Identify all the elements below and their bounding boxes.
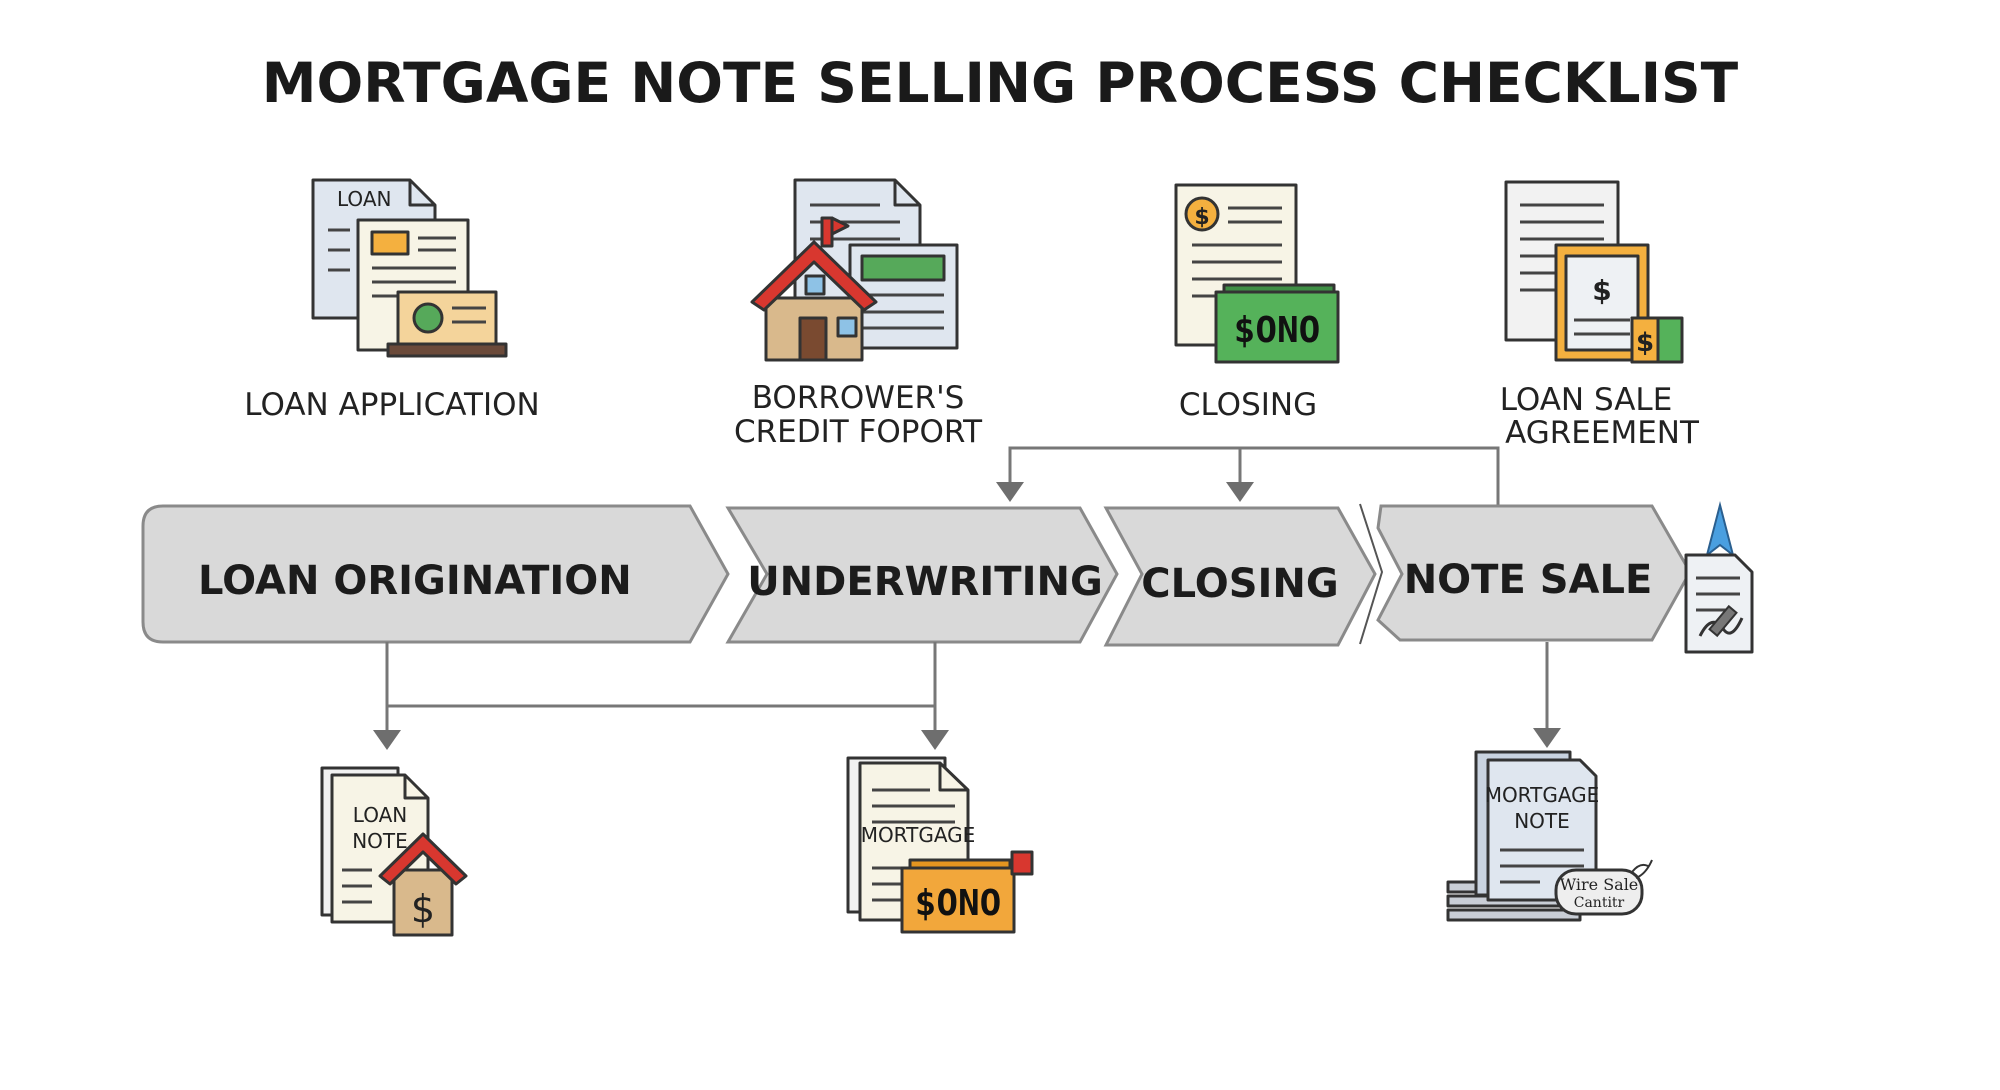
stage-label-note-sale: NOTE SALE	[1404, 557, 1653, 603]
stage-loan-origination: LOAN ORIGINATION	[141, 504, 730, 644]
connector-arrow	[1533, 728, 1561, 748]
bottom-connectors	[373, 642, 1561, 750]
loan-sale-label-line2: AGREEMENT	[1505, 415, 1700, 451]
closing-documents-icon: $ $ONO	[1174, 183, 1340, 364]
closing-doc-label: CLOSING	[1179, 387, 1317, 423]
connector-arrow	[1226, 482, 1254, 502]
stage-label-loan-origination: LOAN ORIGINATION	[198, 558, 632, 604]
svg-text:Cantitr: Cantitr	[1574, 895, 1625, 911]
svg-text:$ONO: $ONO	[915, 883, 1002, 924]
svg-text:NOTE: NOTE	[352, 829, 408, 853]
loan-application-icon: LOAN	[311, 178, 508, 358]
loan-sale-agreement-icon: $ $	[1504, 180, 1684, 364]
svg-text:$ONO: $ONO	[1234, 310, 1321, 351]
connector-arrow	[996, 482, 1024, 502]
svg-text:$: $	[1194, 205, 1209, 230]
stage-underwriting: UNDERWRITING	[725, 506, 1119, 644]
svg-text:$: $	[411, 887, 435, 931]
signed-document-icon	[1684, 501, 1754, 654]
connector-arrow	[921, 730, 949, 750]
credit-report-house-icon	[750, 178, 959, 362]
process-flow: LOAN ORIGINATION UNDERWRITING CLOSING NO…	[141, 503, 1692, 647]
svg-text:NOTE: NOTE	[1514, 809, 1570, 833]
top-connectors	[996, 446, 1500, 506]
loan-note-house-icon: LOAN NOTE $	[320, 766, 468, 937]
svg-text:LOAN: LOAN	[337, 187, 391, 211]
credit-report-label-line1: BORROWER'S	[752, 380, 965, 416]
svg-text:$: $	[1636, 328, 1654, 358]
stage-label-closing: CLOSING	[1141, 561, 1338, 607]
svg-text:Wire Sale: Wire Sale	[1560, 875, 1639, 894]
svg-text:$: $	[1592, 274, 1611, 307]
svg-text:MORTGAGE: MORTGAGE	[861, 823, 976, 847]
svg-text:MORTGAGE: MORTGAGE	[1485, 783, 1600, 807]
connector-arrow	[373, 730, 401, 750]
loan-application-label: LOAN APPLICATION	[244, 387, 539, 423]
mortgage-document-icon: MORTGAGE $ONO	[846, 756, 1034, 934]
stage-label-underwriting: UNDERWRITING	[747, 559, 1103, 605]
stage-closing: CLOSING	[1103, 506, 1377, 647]
page-title: MORTGAGE NOTE SELLING PROCESS CHECKLIST	[262, 51, 1739, 115]
svg-text:LOAN: LOAN	[353, 803, 407, 827]
mortgage-note-stack-icon: MORTGAGE NOTE Wire Sale Cantitr	[1446, 750, 1653, 922]
stage-note-sale: NOTE SALE	[1359, 503, 1692, 645]
credit-report-label-line2: CREDIT FOPORT	[734, 414, 983, 450]
loan-sale-label-line1: LOAN SALE	[1500, 382, 1673, 418]
